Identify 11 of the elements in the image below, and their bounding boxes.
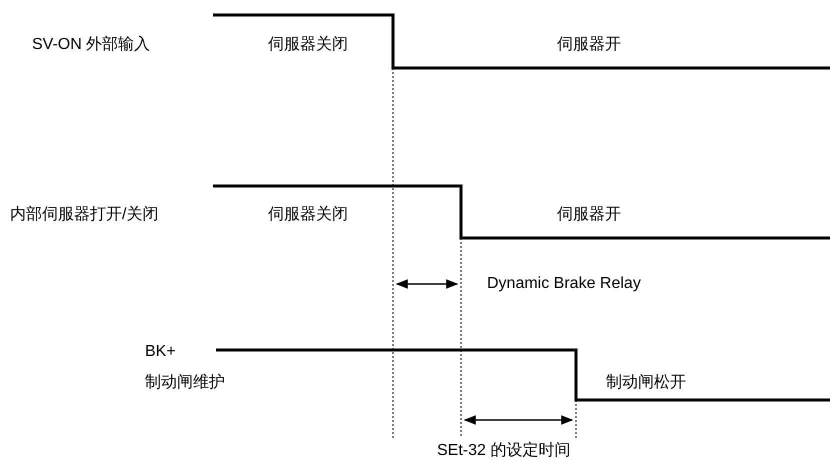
signal-label: 制动闸松开 [606,373,686,393]
signal-label: 伺服器关闭 [268,205,348,225]
signal-label: SV-ON 外部输入 [32,35,150,55]
signal-label: 制动闸维护 [145,373,225,393]
signal-label: SEt-32 的设定时间 [437,441,570,461]
signal-label: 伺服器开 [557,35,621,55]
signal-label: 内部伺服器打开/关闭 [10,205,158,225]
signal-label: 伺服器关闭 [268,35,348,55]
signal-label: 伺服器开 [557,205,621,225]
signal-label: BK+ [145,342,176,362]
signal-label: Dynamic Brake Relay [487,274,641,294]
